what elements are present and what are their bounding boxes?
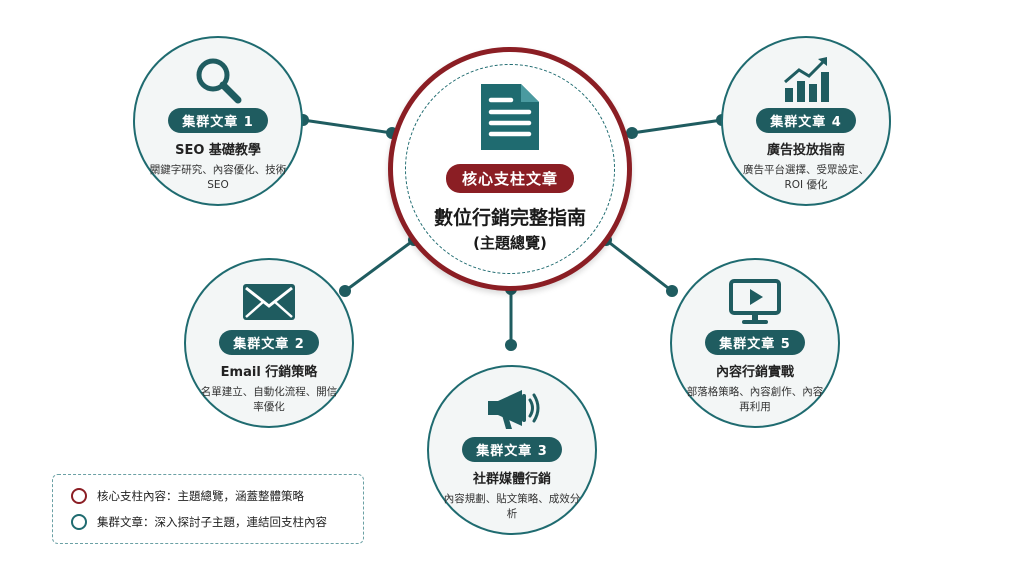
cluster-node-5: 集群文章 5 內容行銷實戰 部落格策略、內容創作、內容再利用 xyxy=(670,258,840,428)
cluster-title: SEO 基礎教學 xyxy=(175,143,261,158)
connector-dot xyxy=(339,285,351,297)
legend-swatch-teal xyxy=(71,514,87,530)
envelope-icon xyxy=(241,280,297,324)
connector-dot xyxy=(666,285,678,297)
legend-item-cluster: 集群文章：深入探討子主題，連結回支柱內容 xyxy=(71,509,363,535)
connector-2 xyxy=(344,238,415,293)
legend-item-core: 核心支柱內容：主題總覽，涵蓋整體策略 xyxy=(71,483,363,509)
cluster-node-2: 集群文章 2 Email 行銷策略 名單建立、自動化流程、開信率優化 xyxy=(184,258,354,428)
cluster-badge: 集群文章 5 xyxy=(705,330,805,355)
growth-chart-icon xyxy=(781,57,831,102)
cluster-node-1: 集群文章 1 SEO 基礎教學 關鍵字研究、內容優化、技術 SEO xyxy=(133,36,303,206)
legend-text: 集群文章：深入探討子主題，連結回支柱內容 xyxy=(97,515,327,529)
connector-dot xyxy=(626,127,638,139)
cluster-title: 廣告投放指南 xyxy=(766,143,845,158)
connector-5 xyxy=(605,238,673,293)
cluster-badge: 集群文章 1 xyxy=(168,108,268,133)
cluster-node-4: 集群文章 4 廣告投放指南 廣告平台選擇、受眾設定、ROI 優化 xyxy=(721,36,891,206)
connector-dot xyxy=(505,339,517,351)
legend-swatch-crimson xyxy=(71,488,87,504)
connector-4 xyxy=(631,118,723,135)
core-subtitle: (主題總覽) xyxy=(473,233,547,252)
legend: 核心支柱內容：主題總覽，涵蓋整體策略 集群文章：深入探討子主題，連結回支柱內容 xyxy=(52,474,364,544)
cluster-description: 廣告平台選擇、受眾設定、ROI 優化 xyxy=(743,164,869,191)
cluster-badge: 集群文章 4 xyxy=(756,108,856,133)
cluster-badge: 集群文章 2 xyxy=(219,330,319,355)
core-pillar-node: 核心支柱文章 數位行銷完整指南 (主題總覽) xyxy=(388,47,632,291)
cluster-title: 社群媒體行銷 xyxy=(472,472,551,487)
cluster-description: 部落格策略、內容創作、內容再利用 xyxy=(686,386,824,413)
megaphone-icon xyxy=(484,387,540,431)
legend-text: 核心支柱內容：主題總覽，涵蓋整體策略 xyxy=(97,489,304,503)
connector-1 xyxy=(302,118,393,135)
core-dashed-ring xyxy=(405,64,615,274)
cluster-title: 內容行銷實戰 xyxy=(715,365,794,380)
cluster-badge: 集群文章 3 xyxy=(462,437,562,462)
cluster-title: Email 行銷策略 xyxy=(220,365,318,380)
search-icon xyxy=(193,58,243,104)
core-title: 數位行銷完整指南 xyxy=(433,206,586,229)
cluster-node-3: 集群文章 3 社群媒體行銷 內容規劃、貼文策略、成效分析 xyxy=(427,365,597,535)
cluster-description: 名單建立、自動化流程、開信率優化 xyxy=(200,386,338,413)
video-monitor-icon xyxy=(728,279,782,324)
core-badge: 核心支柱文章 xyxy=(445,163,574,193)
document-icon xyxy=(477,80,543,158)
cluster-description: 內容規劃、貼文策略、成效分析 xyxy=(443,493,581,520)
cluster-description: 關鍵字研究、內容優化、技術 SEO xyxy=(149,164,287,191)
